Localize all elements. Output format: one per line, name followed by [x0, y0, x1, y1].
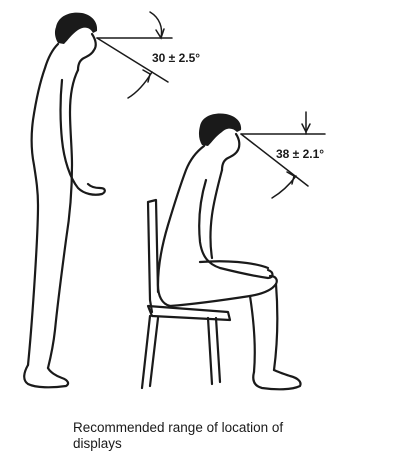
- standing-angle-arrow-top: [156, 29, 164, 38]
- standing-angle-label: 30 ± 2.5°: [152, 51, 200, 65]
- chair-back-leg: [142, 316, 158, 388]
- seated-angle-arc-bottom: [272, 176, 296, 198]
- seated-thigh: [170, 276, 277, 306]
- seated-lower-leg: [250, 284, 277, 372]
- standing-angle-arc-bottom: [128, 72, 152, 98]
- seated-angle-indicator: 38 ± 2.1°: [241, 112, 325, 198]
- seated-face: [222, 134, 239, 170]
- chair-front-leg: [208, 318, 220, 384]
- seated-thigh-top: [200, 261, 268, 268]
- seated-head-hair: [199, 114, 241, 147]
- chair: [142, 200, 230, 388]
- standing-angle-arc-top: [150, 12, 162, 38]
- standing-person-figure: [24, 13, 105, 388]
- standing-head-hair: [55, 13, 97, 44]
- standing-front: [48, 70, 78, 368]
- standing-arm: [61, 80, 105, 195]
- standing-feet: [24, 365, 68, 387]
- standing-back: [28, 44, 58, 365]
- seated-front-torso: [211, 170, 223, 258]
- standing-angle-indicator: 30 ± 2.5°: [97, 12, 200, 98]
- chair-seat: [148, 306, 230, 320]
- standing-face: [78, 34, 96, 70]
- caption-line-2: displays: [73, 436, 383, 452]
- chair-back: [148, 200, 158, 312]
- figure-caption: Recommended range of location of display…: [73, 420, 383, 452]
- seated-back: [158, 146, 204, 306]
- seated-foot: [253, 370, 300, 389]
- seated-angle-label: 38 ± 2.1°: [276, 147, 324, 161]
- caption-line-1: Recommended range of location of: [73, 420, 383, 436]
